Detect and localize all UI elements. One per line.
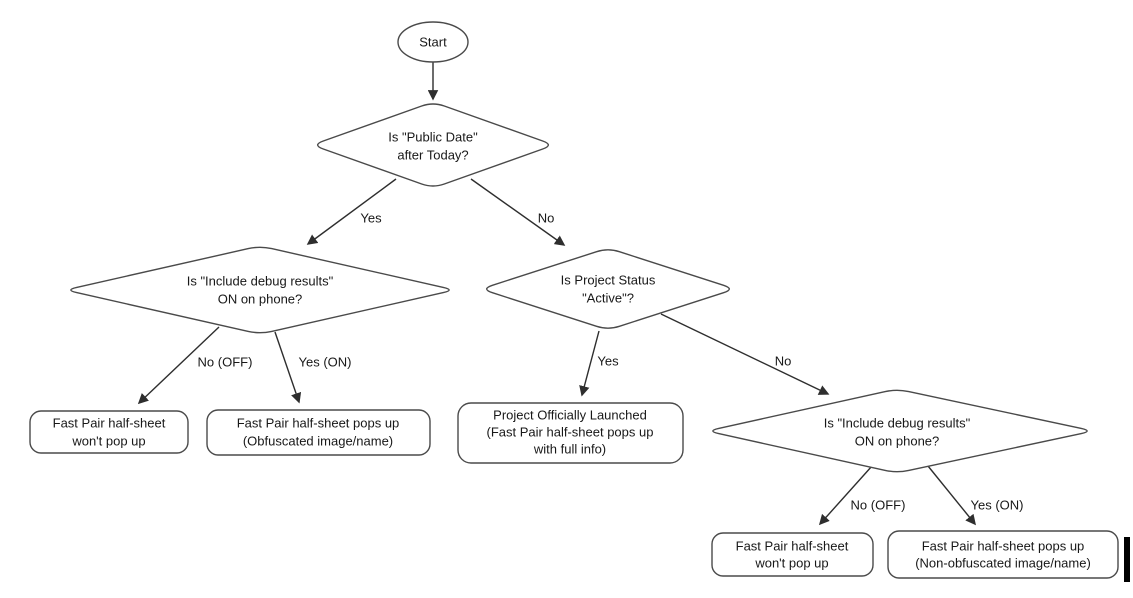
start-ellipse [397,21,469,63]
decision-project-status-line2: "Active"? [582,290,634,305]
edge-label-no-off-right: No (OFF) [851,497,906,512]
result-no-popup-right-line1: Fast Pair half-sheet [736,538,849,553]
result-launched-line3: with full info) [533,441,606,456]
node-result-no-popup-left: Fast Pair half-sheet won't pop up [29,410,189,454]
edge-labels: Yes No No (OFF) Yes (ON) Yes No No (OFF)… [198,210,1024,512]
decision-public-date-line2: after Today? [397,147,468,162]
rounded-box-shape [29,410,189,454]
node-result-non-obfuscated: Fast Pair half-sheet pops up (Non-obfusc… [887,530,1119,579]
rounded-box-shape [711,532,874,577]
start-label: Start [419,34,447,49]
edge-debug-right-yes-on [927,465,976,526]
edge-label-yes-mid: Yes [597,353,619,368]
decision-public-date-line1: Is "Public Date" [388,129,478,144]
text-cursor-artifact [1124,537,1130,582]
result-no-popup-left-line1: Fast Pair half-sheet [53,415,166,430]
rounded-box-shape [206,409,431,456]
diamond-shape [316,103,550,187]
node-decision-project-status: Is Project Status "Active"? [486,249,731,329]
edge-debug-left-no-off [137,326,220,405]
rounded-box-shape [887,530,1119,579]
result-obfuscated-line1: Fast Pair half-sheet pops up [237,415,400,430]
result-launched-line2: (Fast Pair half-sheet pops up [487,424,654,439]
node-start: Start [397,21,469,63]
edges [137,62,976,526]
node-result-no-popup-right: Fast Pair half-sheet won't pop up [711,532,874,577]
diamond-shape [486,249,731,329]
diamond-shape [70,246,450,334]
result-launched-line1: Project Officially Launched [493,407,647,422]
decision-project-status-line1: Is Project Status [561,272,656,287]
result-no-popup-right-line2: won't pop up [754,555,828,570]
decision-debug-left-line1: Is "Include debug results" [187,273,334,288]
decision-debug-right-line2: ON on phone? [855,433,940,448]
decision-debug-right-line1: Is "Include debug results" [824,415,971,430]
result-non-obfuscated-line1: Fast Pair half-sheet pops up [922,538,1085,553]
edge-debug-right-no-off [818,465,873,526]
edge-status-yes [579,330,600,397]
edge-label-no-mid: No [775,353,792,368]
edge-debug-left-yes-on [274,331,302,404]
edge-public-date-yes [306,178,397,245]
edge-label-yes-on-left: Yes (ON) [299,354,352,369]
node-decision-debug-right: Is "Include debug results" ON on phone? [712,389,1088,473]
edge-label-no-top: No [538,210,555,225]
decision-debug-left-line2: ON on phone? [218,291,303,306]
edge-public-date-no [470,178,566,246]
diamond-shape [712,389,1088,473]
result-non-obfuscated-line2: (Non-obfuscated image/name) [915,555,1091,570]
node-decision-debug-left: Is "Include debug results" ON on phone? [70,246,450,334]
result-no-popup-left-line2: won't pop up [71,433,145,448]
edge-label-no-off-left: No (OFF) [198,354,253,369]
node-result-obfuscated: Fast Pair half-sheet pops up (Obfuscated… [206,409,431,456]
edge-label-yes-top: Yes [360,210,382,225]
node-result-launched: Project Officially Launched (Fast Pair h… [457,402,684,464]
rounded-box-shape [457,402,684,464]
edge-status-no [660,313,830,395]
result-obfuscated-line2: (Obfuscated image/name) [243,433,393,448]
node-decision-public-date: Is "Public Date" after Today? [316,103,550,187]
edge-label-yes-on-right: Yes (ON) [971,497,1024,512]
